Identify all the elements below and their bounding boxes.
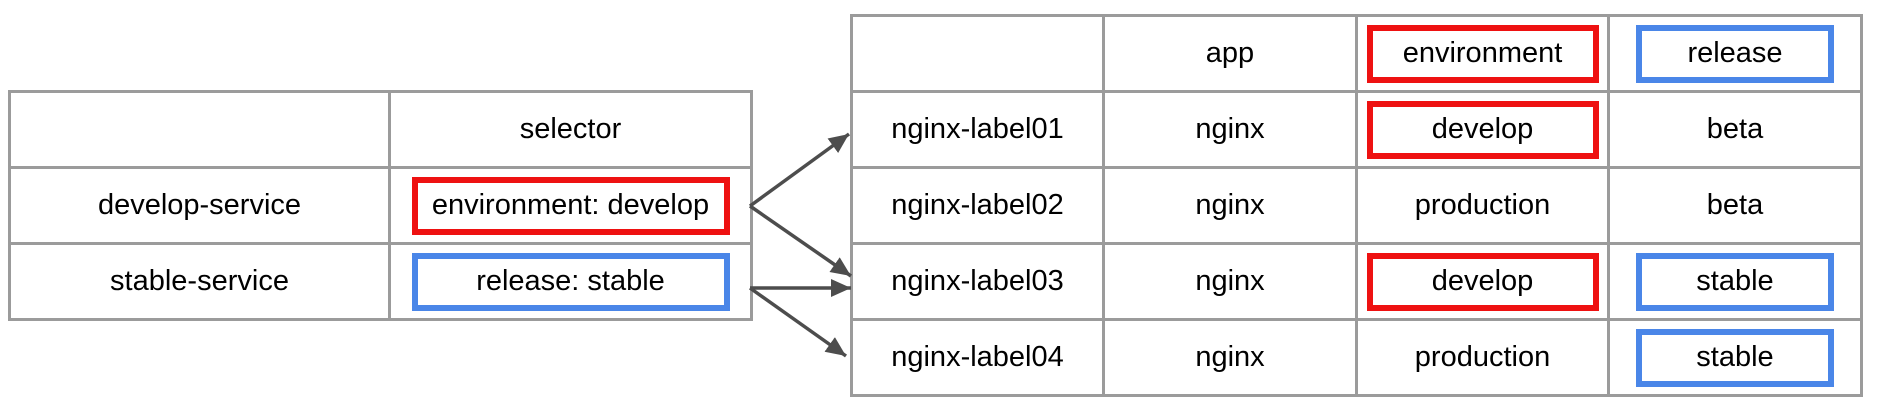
release-cell: stable — [1607, 318, 1863, 397]
environment-header-highlight-box: environment — [1366, 24, 1599, 83]
arrow-develop-selector-to-label01 — [748, 132, 851, 208]
services-table: selector develop-service environment: de… — [8, 90, 753, 321]
release-cell: stable — [1607, 242, 1863, 321]
pod-name-cell: nginx-label02 — [850, 166, 1105, 245]
app-cell: nginx — [1102, 166, 1358, 245]
pods-header-blank-cell — [850, 14, 1105, 93]
environment-cell: production — [1355, 166, 1610, 245]
environment-highlight-box: develop — [1366, 252, 1599, 311]
table-row: nginx-label01 nginx develop beta — [850, 90, 1863, 169]
environment-highlight-box: develop — [1366, 100, 1599, 159]
environment-cell: develop — [1355, 90, 1610, 169]
pods-table: app environment release nginx-label01 ng… — [850, 14, 1863, 397]
app-cell: nginx — [1102, 242, 1358, 321]
table-row: develop-service environment: develop — [8, 166, 753, 245]
service-name-cell: develop-service — [8, 166, 391, 245]
release-highlight-box: stable — [1636, 252, 1834, 311]
services-header-selector-cell: selector — [388, 90, 753, 169]
pod-name-cell: nginx-label04 — [850, 318, 1105, 397]
selector-cell: release: stable — [388, 242, 753, 321]
selector-highlight-box-red: environment: develop — [411, 176, 730, 235]
pod-name-cell: nginx-label01 — [850, 90, 1105, 169]
pod-name-cell: nginx-label03 — [850, 242, 1105, 321]
environment-cell: production — [1355, 318, 1610, 397]
arrow-develop-selector-to-label03 — [749, 204, 852, 278]
release-highlight-box: stable — [1636, 328, 1834, 387]
table-row: stable-service release: stable — [8, 242, 753, 321]
release-header-highlight-box: release — [1636, 24, 1834, 83]
table-row: nginx-label02 nginx production beta — [850, 166, 1863, 245]
pods-header-environment-cell: environment — [1355, 14, 1610, 93]
app-cell: nginx — [1102, 90, 1358, 169]
pods-header-row: app environment release — [850, 14, 1863, 93]
pods-header-release-cell: release — [1607, 14, 1863, 93]
services-header-blank-cell — [8, 90, 391, 169]
release-cell: beta — [1607, 166, 1863, 245]
environment-cell: develop — [1355, 242, 1610, 321]
table-row: nginx-label03 nginx develop stable — [850, 242, 1863, 321]
service-name-cell: stable-service — [8, 242, 391, 321]
services-header-row: selector — [8, 90, 753, 169]
arrow-stable-selector-to-label04 — [748, 286, 848, 358]
table-row: nginx-label04 nginx production stable — [850, 318, 1863, 397]
selector-cell: environment: develop — [388, 166, 753, 245]
release-cell: beta — [1607, 90, 1863, 169]
pods-header-app-cell: app — [1102, 14, 1358, 93]
app-cell: nginx — [1102, 318, 1358, 397]
selector-highlight-box-blue: release: stable — [411, 252, 730, 311]
